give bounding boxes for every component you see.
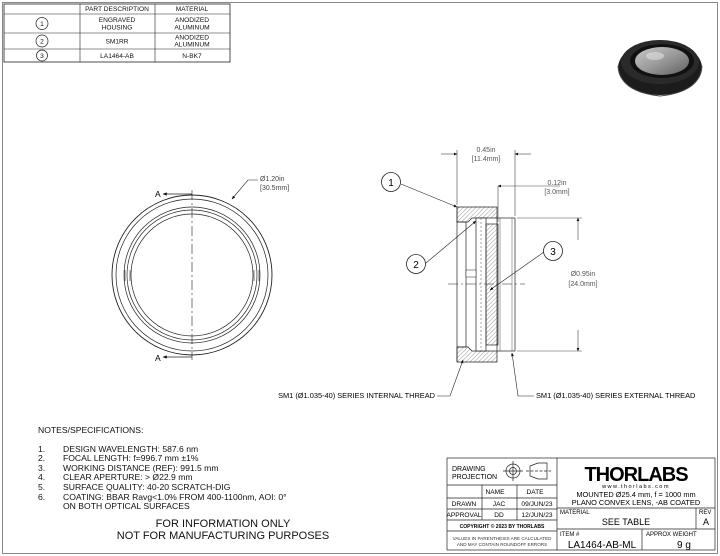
parts-row-3-mat: N-BK7 xyxy=(182,53,202,60)
thorlabs-logo: THORLABS xyxy=(584,464,688,486)
notes-item: 3. WORKING DISTANCE (REF): 991.5 mm xyxy=(38,462,287,474)
notes-item-text: WORKING DISTANCE (REF): 991.5 mm xyxy=(63,462,219,473)
parts-header-description: PART DESCRIPTION xyxy=(85,6,149,13)
parts-balloon-1 xyxy=(35,17,49,30)
notes-item-number: 4. xyxy=(38,472,46,483)
notes-item-text: DESIGN WAVELENGTH: 587.6 nm xyxy=(63,443,199,454)
drawn-name: JAC xyxy=(493,501,506,508)
approval-date: 12/JUN/23 xyxy=(521,512,552,519)
notes-item-number: 2. xyxy=(38,453,46,464)
parts-row-1-number: 1 xyxy=(40,21,44,28)
drawn-label: DRAWN xyxy=(452,501,477,508)
material-value: SEE TABLE xyxy=(602,517,650,527)
parts-row-1-desc-line1: ENGRAVED xyxy=(99,17,136,24)
front-diameter-mm: [30.5mm] xyxy=(260,185,289,192)
notes-item-number: 3. xyxy=(38,462,46,473)
title-name-header: NAME xyxy=(485,489,505,496)
notes-item-number: 1. xyxy=(38,443,46,454)
notes-item-number xyxy=(38,502,63,512)
parts-row-2-number: 2 xyxy=(40,39,44,46)
notes-item: 1. DESIGN WAVELENGTH: 587.6 nm xyxy=(38,443,287,455)
parts-row-2-mat-line2: ALUMINUM xyxy=(174,42,209,49)
item-label: ITEM # xyxy=(560,532,580,538)
parts-balloon-2 xyxy=(35,34,49,48)
notes-item-text: SURFACE QUALITY: 40-20 SCRATCH-DIG xyxy=(63,481,231,492)
internal-thread-callout: SM1 (Ø1.035-40) SERIES INTERNAL THREAD xyxy=(278,391,435,400)
info-line1: FOR INFORMATION ONLY xyxy=(155,518,291,530)
copyright-notice: COPYRIGHT © 2023 BY THORLABS xyxy=(460,523,545,530)
drawing-projection-line1: DRAWING xyxy=(452,466,486,473)
notes-item-text: ON BOTH OPTICAL SURFACES xyxy=(63,501,190,512)
balloon-3-label: 3 xyxy=(550,247,556,258)
section-view xyxy=(448,206,525,363)
notes-item: 4. CLEAR APERTURE: > Ø22.9 mm xyxy=(38,473,287,483)
material-label: MATERIAL xyxy=(560,510,590,516)
values-note-line2: AND MAY CONTAIN ROUNDOFF ERRORS xyxy=(457,542,547,547)
notes-item-text: COATING: BBAR Ravg<1.0% FROM 400-1100nm,… xyxy=(63,491,287,502)
parts-row-3-desc: LA1464-AB xyxy=(100,53,134,60)
info-line2: NOT FOR MANUFACTURING PURPOSES xyxy=(116,530,330,542)
drawing-projection-line2: PROJECTION xyxy=(452,474,497,481)
rev-value: A xyxy=(703,517,709,527)
front-view xyxy=(111,179,273,360)
lens-thickness-mm: [3.0mm] xyxy=(544,189,569,196)
parts-table: PART DESCRIPTION MATERIAL 1 ENGRAVED HOU… xyxy=(3,3,231,63)
section-balloons: 1 2 3 xyxy=(381,172,563,274)
notes-item: 2. FOCAL LENGTH: f=996.7 mm ±1% xyxy=(38,454,287,464)
notes-item: ON BOTH OPTICAL SURFACES xyxy=(38,502,287,512)
notes-item: 6. COATING: BBAR Ravg<1.0% FROM 400-1100n… xyxy=(38,491,287,503)
rev-label: REV xyxy=(699,510,711,516)
thread-diameter-in: Ø0.95in xyxy=(571,271,596,278)
weight-label: APPROX WEIGHT xyxy=(646,532,697,538)
overall-length-in: 0.45in xyxy=(476,147,495,154)
parts-header-material: MATERIAL xyxy=(176,6,209,13)
title-date-header: DATE xyxy=(526,489,544,496)
parts-row-1-mat-line1: ANODIZED xyxy=(175,17,209,24)
notes-item-number: 5. xyxy=(38,481,46,492)
lens-section xyxy=(485,223,499,346)
notes-item-number: 6. xyxy=(38,491,46,502)
title-block xyxy=(446,457,716,551)
front-diameter-in: Ø1.20in xyxy=(260,176,285,183)
parts-row-3-number: 3 xyxy=(40,53,44,60)
notes-item: 5. SURFACE QUALITY: 40-20 SCRATCH-DIG xyxy=(38,481,287,493)
external-thread-callout: SM1 (Ø1.035-40) SERIES EXTERNAL THREAD xyxy=(536,391,695,400)
thorlabs-website: www.thorlabs.com xyxy=(601,484,670,490)
item-number: LA1464-AB-ML xyxy=(568,540,637,551)
section-label-bottom: A xyxy=(155,353,161,363)
lens-thickness-in: 0.12in xyxy=(547,180,566,187)
notes-specifications: NOTES/SPECIFICATIONS: 1. DESIGN WAVELENGT… xyxy=(38,425,287,512)
description-line1: MOUNTED Ø25.4 mm, f = 1000 mm xyxy=(576,490,695,499)
information-only-notice: FOR INFORMATION ONLY NOT FOR MANUFACTURI… xyxy=(110,518,336,542)
description-line2: PLANO CONVEX LENS, -AB COATED xyxy=(572,498,700,507)
drawn-date: 09/JUN/23 xyxy=(521,501,552,508)
projection-symbol-icon xyxy=(503,461,551,481)
approval-label: APPROVAL xyxy=(446,512,481,519)
balloon-2-label: 2 xyxy=(413,260,419,271)
weight-value: 9 g xyxy=(677,540,691,551)
section-dimensions xyxy=(400,150,582,397)
thread-diameter-mm: [24.0mm] xyxy=(568,281,597,288)
approval-name: DD xyxy=(494,512,504,519)
parts-row-2-mat-line1: ANODIZED xyxy=(175,35,209,42)
product-render-image xyxy=(617,40,703,97)
overall-length-mm: [11.4mm] xyxy=(472,156,501,163)
parts-balloon-3 xyxy=(36,49,48,62)
values-note-line1: VALUES IN PARENTHESIS ARE CALCULATED xyxy=(453,536,552,541)
balloon-1-label: 1 xyxy=(388,178,394,189)
section-label-top: A xyxy=(155,189,161,199)
notes-title: NOTES/SPECIFICATIONS: xyxy=(38,425,144,435)
parts-row-2-desc: SM1RR xyxy=(105,39,128,46)
notes-item-text: CLEAR APERTURE: > Ø22.9 mm xyxy=(63,472,193,483)
parts-row-1-desc-line2: HOUSING xyxy=(102,25,133,32)
notes-item-text: FOCAL LENGTH: f=996.7 mm ±1% xyxy=(63,453,199,464)
parts-row-1-mat-line2: ALUMINUM xyxy=(174,25,209,32)
